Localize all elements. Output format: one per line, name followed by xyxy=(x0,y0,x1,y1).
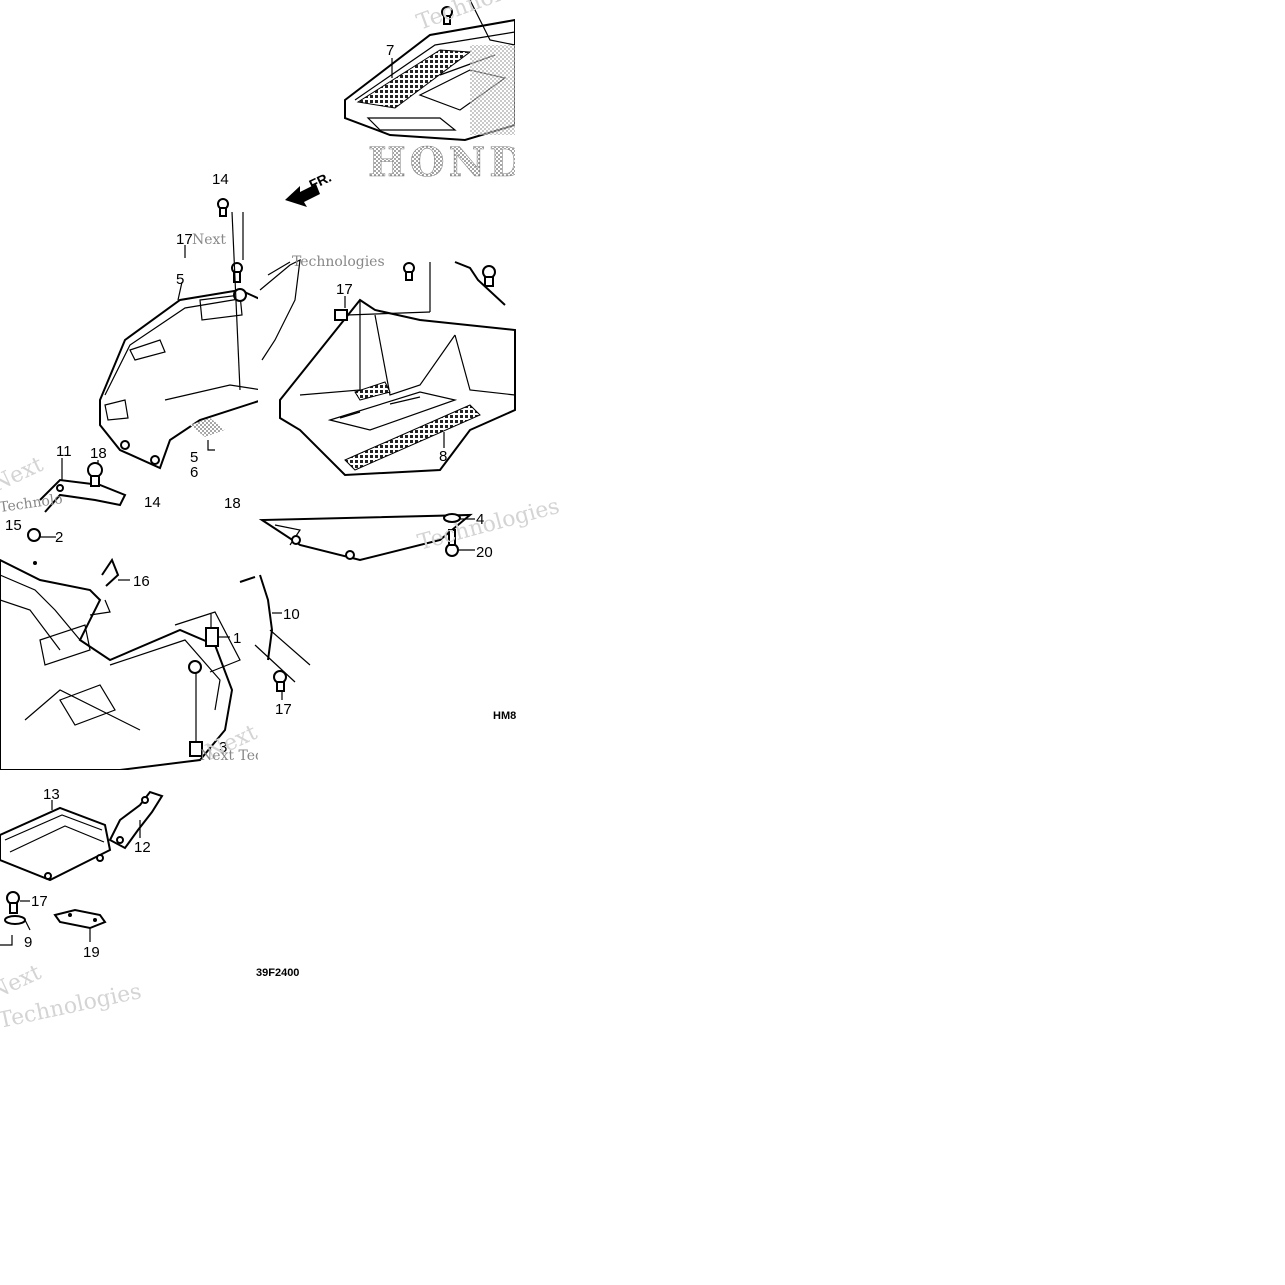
plug-icon xyxy=(27,528,56,542)
part-label-5: 5 xyxy=(190,449,198,466)
watermark-technologies: Technolo xyxy=(0,491,64,516)
part-label-18: 18 xyxy=(90,445,107,462)
watermark-next-tec: Next Tec xyxy=(200,748,263,764)
bolt-icon xyxy=(482,265,496,287)
clip-icon xyxy=(101,557,130,587)
part-label-1: 1 xyxy=(233,630,241,647)
part-label-20: 20 xyxy=(476,544,493,561)
washer-icon xyxy=(443,513,461,523)
clip-icon xyxy=(87,462,103,487)
part-label-18: 18 xyxy=(224,495,241,512)
part-label-11: 9 xyxy=(24,934,32,951)
bolt-icon xyxy=(217,198,229,217)
part-label-14: 14 xyxy=(144,494,161,511)
part-label-7: 7 xyxy=(386,42,394,59)
part-label-4: 4 xyxy=(476,511,484,528)
part-label-3: 3 xyxy=(219,739,227,756)
part-label-12: 12 xyxy=(134,839,151,856)
panel-small-parts: 13 12 17 9 19 Next Technologies xyxy=(0,770,258,1034)
grommet-icon xyxy=(205,627,230,647)
part-label-17: 17 xyxy=(176,231,193,248)
part-label-9: 11 xyxy=(56,443,72,460)
part-label-17: 17 xyxy=(275,701,292,718)
part-label-2: 2 xyxy=(55,529,63,546)
panel-front-fender: 14 17 5 5 6 Next xyxy=(99,171,263,481)
part-label-16: 16 xyxy=(133,573,150,590)
watermark-technologies: Technologies xyxy=(292,254,385,270)
front-direction-label: FR. xyxy=(307,169,334,193)
panel-floor-step-right: 17 8 Technologies xyxy=(258,254,516,514)
part-label-6: 6 xyxy=(190,464,198,481)
bolt-icon xyxy=(403,262,415,281)
diagram-code-hm8: HM8 xyxy=(493,710,516,722)
part-label-14: 14 xyxy=(212,171,229,188)
part-label-15: 15 xyxy=(5,517,22,534)
bolt-icon xyxy=(441,6,453,25)
bolt-icon xyxy=(231,262,243,283)
part-label-19: 19 xyxy=(83,944,100,961)
front-direction-arrow: FR. xyxy=(285,169,334,207)
panel-rear-rod: 10 17 4 20 HM8 Technologies xyxy=(239,494,562,770)
panel-rear-fender: 2 15 16 1 3 Next Next Tec xyxy=(0,514,263,771)
diagram-code-39f2400: 39F2400 xyxy=(256,967,299,979)
clip-icon xyxy=(334,309,348,321)
part-label-17: 17 xyxy=(31,893,48,910)
part-label-8: 8 xyxy=(439,448,447,465)
panel-floor-step-top: 7 xyxy=(340,0,516,180)
watermark-next: Next xyxy=(0,452,47,497)
bolt-icon xyxy=(273,670,287,692)
part-label-5: 5 xyxy=(176,271,184,288)
part-label-10: 10 xyxy=(283,606,300,623)
part-label-17: 17 xyxy=(336,281,353,298)
watermark-next: Next xyxy=(192,232,226,248)
part-label-13: 13 xyxy=(43,786,60,803)
panel-bracket-9: 11 18 14 18 Next Technolo xyxy=(0,443,241,516)
